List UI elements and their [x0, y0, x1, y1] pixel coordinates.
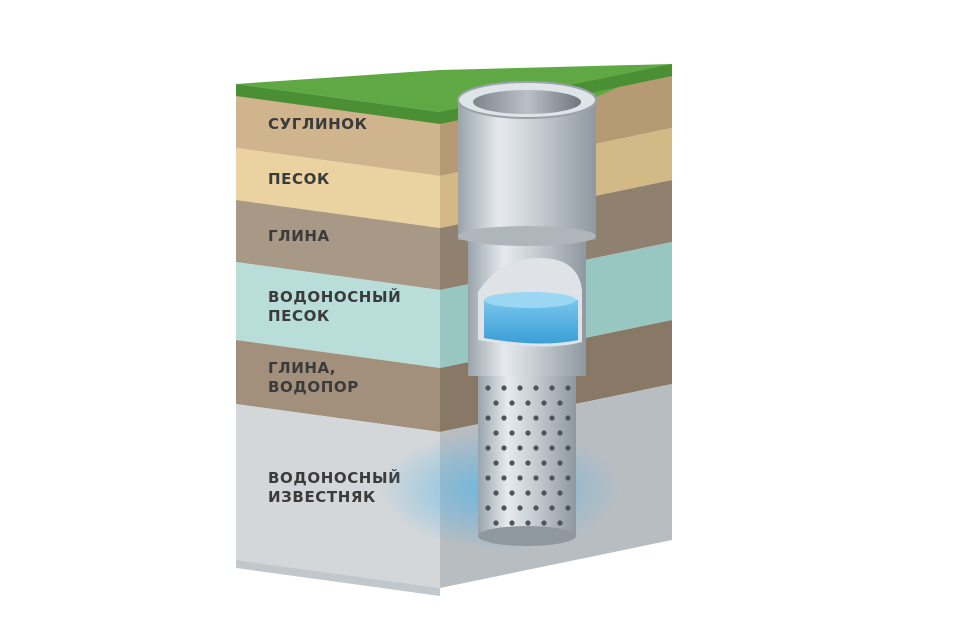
perforation-hole	[565, 415, 571, 421]
perforation-hole	[557, 520, 563, 526]
perforation-hole	[541, 490, 547, 496]
perforation-hole	[525, 490, 531, 496]
layer-front-sand	[236, 148, 440, 228]
perforation-hole	[541, 400, 547, 406]
perforation-hole	[485, 475, 491, 481]
perforation-hole	[549, 385, 555, 391]
soil-layers-front	[236, 90, 440, 596]
layer-front-aquifer-limestone	[236, 404, 440, 588]
perforation-hole	[541, 460, 547, 466]
perforation-hole	[557, 490, 563, 496]
perforation-hole	[501, 385, 507, 391]
perforation-hole	[549, 475, 555, 481]
perforation-hole	[509, 400, 515, 406]
perforation-hole	[533, 415, 539, 421]
perforation-hole	[565, 505, 571, 511]
perforation-hole	[509, 520, 515, 526]
perforation-hole	[517, 505, 523, 511]
perforation-hole	[509, 490, 515, 496]
perforation-hole	[517, 445, 523, 451]
perforation-hole	[493, 430, 499, 436]
layer-label-aquifer-limestone: ИЗВЕСТНЯК	[268, 488, 376, 506]
perforation-hole	[509, 430, 515, 436]
perforation-hole	[525, 460, 531, 466]
perforation-hole	[493, 490, 499, 496]
perforation-hole	[485, 445, 491, 451]
perforation-hole	[549, 505, 555, 511]
perforation-hole	[533, 445, 539, 451]
perforation-hole	[557, 430, 563, 436]
perforation-hole	[541, 430, 547, 436]
perforation-hole	[533, 475, 539, 481]
perforation-hole	[509, 460, 515, 466]
perforation-hole	[549, 445, 555, 451]
perforation-hole	[517, 415, 523, 421]
perforation-hole	[525, 430, 531, 436]
perforation-hole	[557, 400, 563, 406]
layer-front-clay-aquiclude	[236, 340, 440, 432]
layer-label-clay-aquiclude: ВОДОПОР	[268, 378, 359, 396]
layer-label-aquifer-limestone: ВОДОНОСНЫЙ	[268, 468, 401, 487]
layer-label-sand: ПЕСОК	[268, 170, 330, 188]
perforation-hole	[501, 445, 507, 451]
layer-label-clay: ГЛИНА	[268, 227, 330, 245]
perforation-hole	[557, 460, 563, 466]
perforation-hole	[485, 415, 491, 421]
layer-label-aquifer-sand: ВОДОНОСНЫЙ	[268, 287, 401, 306]
well-casing	[457, 81, 597, 376]
layer-label-aquifer-sand: ПЕСОК	[268, 307, 330, 325]
perforation-hole	[549, 415, 555, 421]
perforation-hole	[485, 385, 491, 391]
perforation-hole	[533, 385, 539, 391]
layer-label-loam: СУГЛИНОК	[268, 115, 368, 133]
perforation-hole	[501, 505, 507, 511]
layer-label-clay-aquiclude: ГЛИНА,	[268, 359, 336, 377]
block-bottom-edge	[236, 560, 440, 596]
perforation-hole	[501, 475, 507, 481]
filter-perforations	[485, 385, 571, 526]
perforation-hole	[517, 475, 523, 481]
perforation-hole	[565, 445, 571, 451]
layer-labels: СУГЛИНОКПЕСОКГЛИНАВОДОНОСНЫЙПЕСОКГЛИНА,В…	[268, 115, 401, 506]
perforation-hole	[501, 415, 507, 421]
perforation-hole	[533, 505, 539, 511]
perforation-hole	[541, 520, 547, 526]
filter-screen	[478, 376, 576, 546]
perforation-hole	[565, 385, 571, 391]
layer-front-clay	[236, 200, 440, 290]
perforation-hole	[525, 400, 531, 406]
layer-front-aquifer-sand	[236, 262, 440, 368]
perforation-hole	[493, 400, 499, 406]
perforation-hole	[485, 505, 491, 511]
perforation-hole	[517, 385, 523, 391]
perforation-hole	[565, 475, 571, 481]
water-in-casing	[484, 296, 578, 344]
perforation-hole	[525, 520, 531, 526]
perforation-hole	[493, 520, 499, 526]
perforation-hole	[493, 460, 499, 466]
